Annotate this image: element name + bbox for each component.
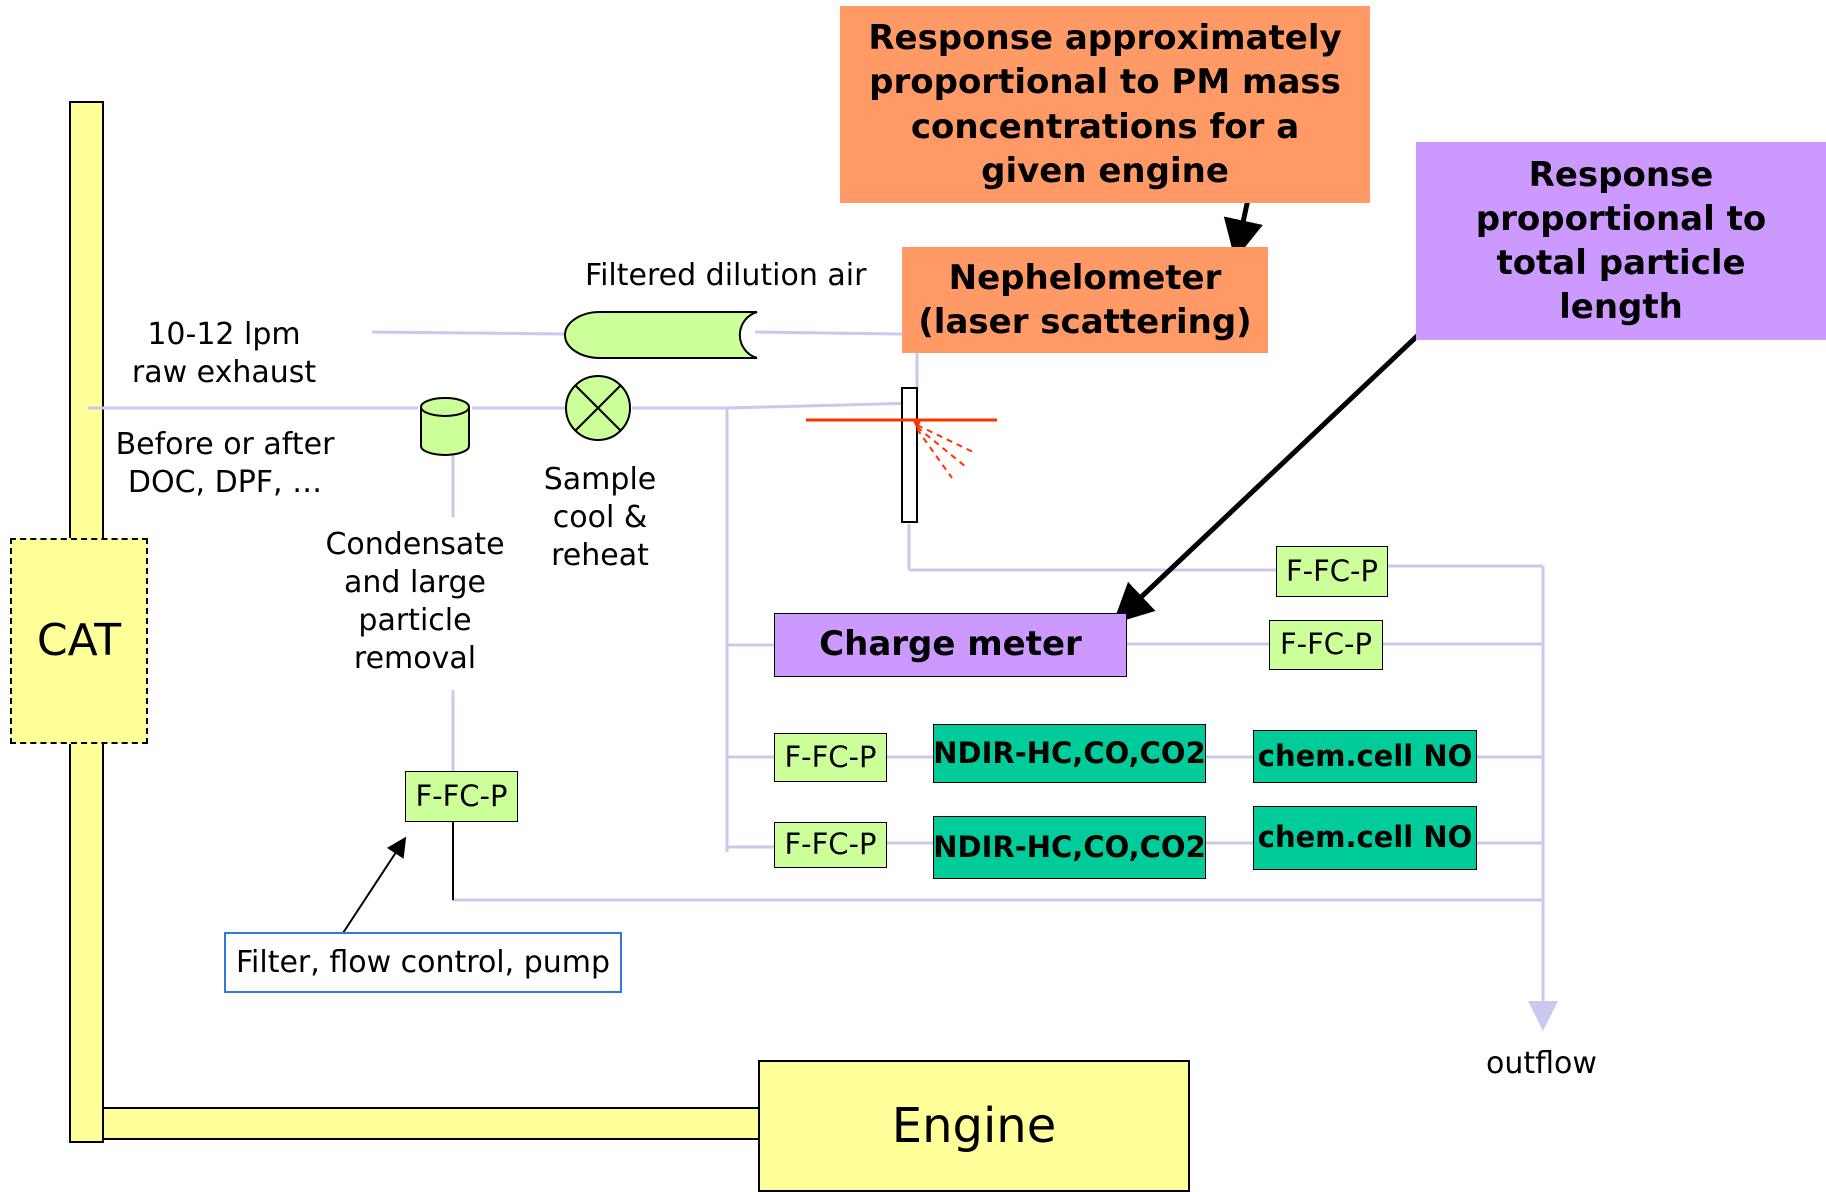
ffcp-label: F-FC-P [415,778,508,813]
nephelometer-title: Nephelometer [948,257,1222,298]
chem-cell-analyzer: chem.cell NO [1253,806,1477,870]
ffcp-label: F-FC-P [784,827,877,862]
chem-cell-analyzer: chem.cell NO [1253,730,1477,783]
ffcp-unit: F-FC-P [774,733,887,782]
dilution-air-filter [564,311,758,359]
catalyst-label: CAT [36,614,122,666]
ndir-label: NDIR-HC,CO,CO2 [933,829,1206,864]
condensate-removal-label: Condensate and large particle removal [325,527,505,677]
before-after-label: Before or after DOC, DPF, … [115,427,335,501]
charge-meter-label: Charge meter [819,624,1082,665]
laser-beam [806,418,997,479]
chem-cell-label: chem.cell NO [1257,820,1473,855]
ffcp-unit: F-FC-P [405,771,518,822]
ndir-label: NDIR-HC,CO,CO2 [933,735,1206,770]
sample-flow-lines [88,330,1558,1031]
cool-reheat-valve [565,375,631,441]
ffcp-unit: F-FC-P [1276,546,1388,597]
ffcp-label: F-FC-P [1285,553,1379,588]
particle-length-arrow [1112,320,1434,624]
chem-cell-label: chem.cell NO [1257,738,1473,773]
outflow-label: outflow [1486,1046,1597,1081]
ndir-analyzer: NDIR-HC,CO,CO2 [933,724,1206,783]
nephelometer-box: Nephelometer (laser scattering) [902,247,1268,353]
filter-flow-pump-text: Filter, flow control, pump [235,945,611,980]
particle-length-callout: Response proportional to total particle … [1416,142,1826,340]
charge-meter-box: Charge meter [774,613,1127,677]
particle-length-callout-text: Response proportional to total particle … [1475,154,1767,328]
pm-mass-callout-text: Response approximately proportional to P… [868,18,1342,191]
ndir-analyzer: NDIR-HC,CO,CO2 [933,816,1206,879]
ffcp-unit: F-FC-P [774,822,887,868]
filter-flow-pump-note: Filter, flow control, pump [224,932,622,993]
ffcp-label: F-FC-P [1279,627,1373,662]
ffcp-unit: F-FC-P [1269,620,1383,670]
nephelometer-subtitle: (laser scattering) [918,302,1252,342]
pm-mass-callout: Response approximately proportional to P… [840,6,1370,203]
engine-label: Engine [891,1097,1057,1154]
measurement-cell [901,387,918,523]
condensate-trap [420,397,470,456]
dilution-air-label: Filtered dilution air [585,258,867,293]
catalyst-box: CAT [10,538,148,744]
sample-cool-label: Sample cool & reheat [543,462,657,573]
ffcp-label: F-FC-P [784,739,877,774]
raw-exhaust-label: 10-12 lpm raw exhaust [131,317,317,391]
pump-note-arrow [342,836,407,934]
engine-box: Engine [758,1060,1190,1192]
